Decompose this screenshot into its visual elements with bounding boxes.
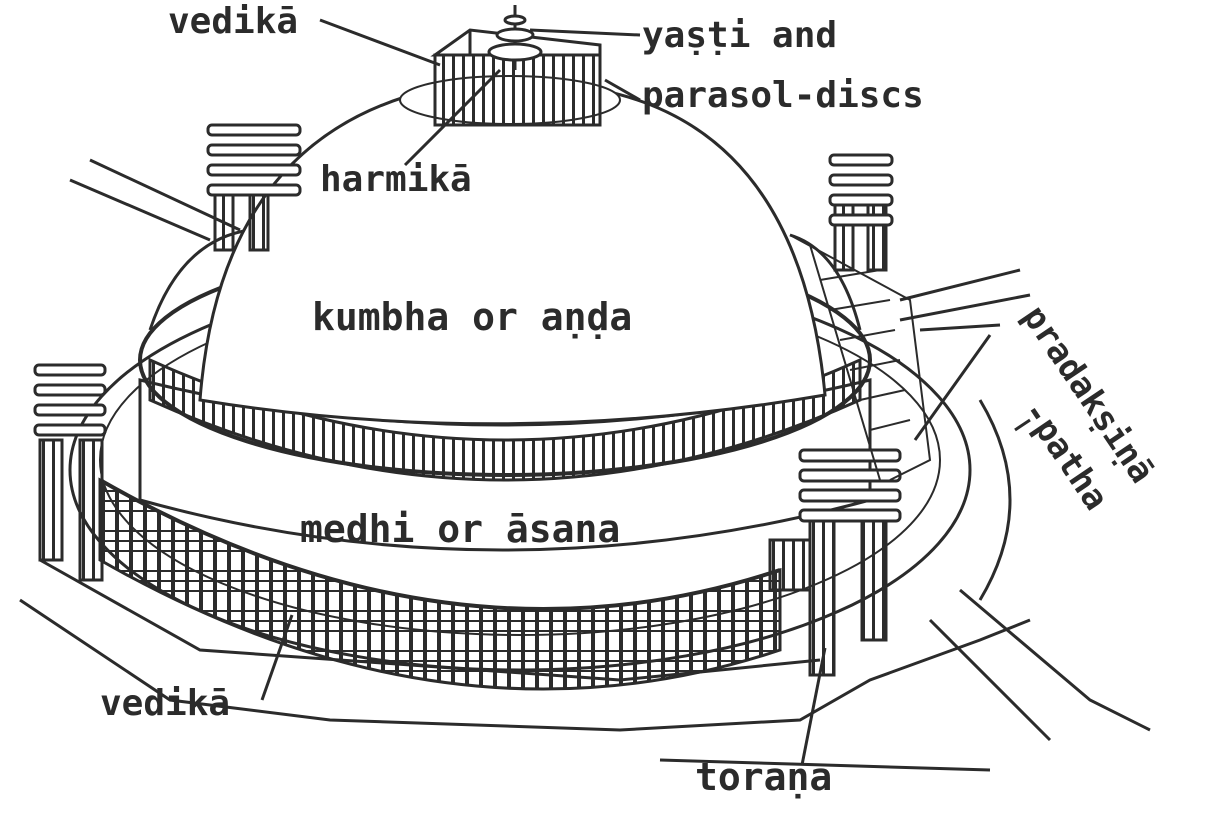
- label-vedika-top: vedikā: [168, 1, 299, 42]
- leader-patha: [1014, 418, 1031, 432]
- label-yasti: yaṣṭi and: [642, 15, 838, 56]
- label-harmika: harmikā: [320, 159, 472, 200]
- staircase: [789, 234, 932, 481]
- label-kumbha-anda: kumbha or aṇḍa: [312, 295, 633, 339]
- label-medhi-asana: medhi or āsana: [300, 507, 621, 551]
- leader-pradaksina-2: [913, 334, 992, 441]
- torana-front-right: [768, 448, 902, 677]
- label-parasol-discs: parasol-discs: [642, 75, 924, 116]
- label-torana: toraṇa: [695, 755, 833, 799]
- leader-pradaksina-1: [919, 323, 1001, 332]
- leader-parasol: [604, 78, 641, 102]
- leader-harmika: [403, 68, 502, 167]
- yasti-parasol: [487, 5, 543, 70]
- leader-vedika-top: [319, 18, 441, 67]
- harmika: [430, 28, 602, 127]
- leader-torana: [800, 647, 827, 766]
- torana-back-left: [206, 123, 302, 252]
- ground-outline: [19, 158, 1151, 772]
- label-vedika-bottom: vedikā: [100, 683, 231, 724]
- torana-left: [33, 363, 107, 582]
- anda-dome: [198, 83, 827, 426]
- leader-lines: [260, 18, 1031, 766]
- leader-yasti: [529, 28, 641, 37]
- torana-back-right: [828, 153, 894, 272]
- leader-vedika-bottom: [260, 614, 294, 701]
